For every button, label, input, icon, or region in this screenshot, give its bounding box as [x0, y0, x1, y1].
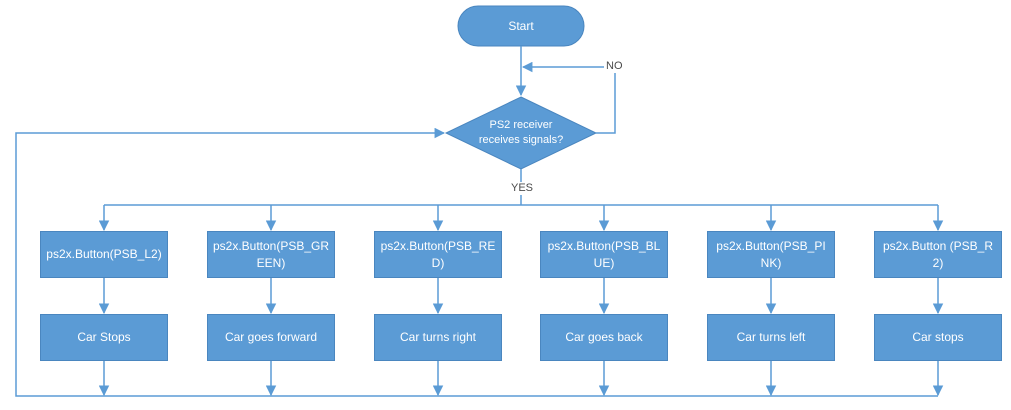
action-node-5: Car turns left: [707, 314, 835, 361]
connector-no-loop: [521, 61, 616, 134]
button-node-2: ps2x.Button(PSB_GREEN): [207, 231, 335, 278]
yes-label: YES: [509, 182, 536, 195]
start-label: Start: [508, 18, 534, 33]
decision-label: PS2 receiver receives signals?: [478, 119, 564, 146]
action-node-2: Car goes forward: [207, 314, 335, 361]
button-node-1: ps2x.Button(PSB_L2): [40, 231, 168, 278]
action-node-6: Car stops: [874, 314, 1002, 361]
button-node-6: ps2x.Button (PSB_R2): [874, 231, 1002, 278]
button-node-5: ps2x.Button(PSB_PINK): [707, 231, 835, 278]
connector-return-loop: [15, 127, 938, 397]
action-node-1: Car Stops: [40, 314, 168, 361]
action-node-4: Car goes back: [540, 314, 668, 361]
button-node-3: ps2x.Button(PSB_RED): [374, 231, 502, 278]
action-node-3: Car turns right: [374, 314, 502, 361]
no-label: NO: [604, 60, 625, 73]
button-node-4: ps2x.Button(PSB_BLUE): [540, 231, 668, 278]
